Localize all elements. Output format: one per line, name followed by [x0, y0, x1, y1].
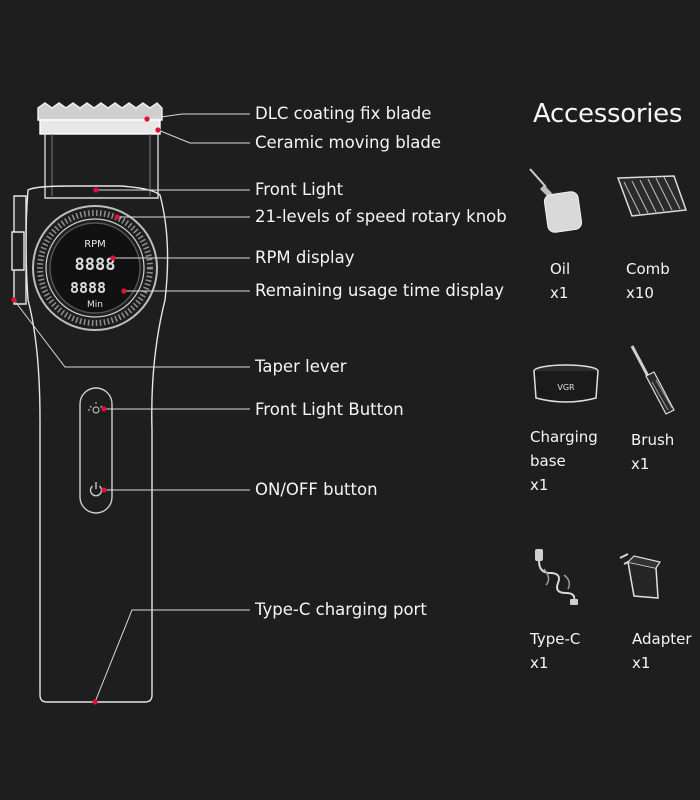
accessory-charging-base: Charging base x1 — [530, 425, 610, 497]
accessory-oil: Oil x1 — [550, 257, 570, 305]
accessory-charging-base-qty: x1 — [530, 476, 549, 494]
callout-rpm-display: RPM display — [255, 248, 355, 267]
accessory-brush: Brush x1 — [631, 428, 674, 476]
button-panel — [79, 387, 113, 514]
callout-remaining-time: Remaining usage time display — [255, 281, 505, 300]
accessory-oil-qty: x1 — [550, 284, 569, 302]
callout-rotary-knob: 21-levels of speed rotary knob — [255, 207, 507, 226]
accessory-charging-base-name: Charging base — [530, 428, 598, 470]
accessory-oil-name: Oil — [550, 260, 571, 278]
marker-rpm — [110, 255, 116, 261]
light-button-icon — [88, 402, 104, 414]
callout-typec-port: Type-C charging port — [255, 600, 427, 619]
accessory-brush-qty: x1 — [631, 455, 650, 473]
marker-knob — [114, 214, 120, 220]
marker-ceramic — [155, 127, 161, 133]
adapter-icon — [619, 553, 661, 599]
callout-dlc-blade: DLC coating fix blade — [255, 104, 432, 123]
leader-lines — [13, 113, 250, 703]
accessory-adapter: Adapter x1 — [632, 627, 692, 675]
display-min-label: Min — [87, 300, 103, 310]
clipper-head — [44, 134, 159, 199]
callout-light-button: Front Light Button — [255, 400, 404, 419]
display-rpm-label: RPM — [84, 239, 106, 250]
display-digits-top: 8888 — [75, 255, 116, 275]
marker-front-light — [93, 187, 99, 193]
charging-base-icon: VGR — [533, 364, 599, 403]
accessories-title: Accessories — [533, 99, 683, 129]
callout-front-light: Front Light — [255, 180, 344, 199]
blade-plate — [39, 119, 161, 135]
clipper-illustration — [11, 102, 169, 703]
accessory-comb-name: Comb — [626, 260, 670, 278]
blade-teeth — [37, 102, 163, 121]
accessory-typec: Type-C x1 — [530, 627, 580, 675]
marker-light-button — [101, 406, 107, 412]
cable-icon — [535, 549, 578, 605]
comb-icon — [616, 175, 688, 217]
accessory-comb-qty: x10 — [626, 284, 654, 302]
marker-onoff — [101, 487, 107, 493]
accessory-typec-qty: x1 — [530, 654, 549, 672]
callout-ceramic-blade: Ceramic moving blade — [255, 133, 442, 152]
marker-typec — [92, 699, 98, 705]
accessory-comb: Comb x10 — [626, 257, 670, 305]
marker-dlc — [144, 116, 150, 122]
power-button-icon — [89, 482, 103, 497]
callout-markers — [11, 116, 161, 705]
marker-taper — [11, 297, 17, 303]
accessory-adapter-name: Adapter — [632, 630, 692, 648]
accessory-adapter-qty: x1 — [632, 654, 651, 672]
callout-onoff-button: ON/OFF button — [255, 480, 378, 499]
marker-remaining — [121, 288, 127, 294]
base-brand-label: VGR — [557, 383, 575, 392]
brush-icon — [630, 345, 675, 415]
rotary-knob — [32, 205, 158, 331]
display-digits-bottom: 8888 — [70, 279, 106, 297]
oil-bottle-icon — [529, 168, 583, 233]
callout-taper-lever: Taper lever — [255, 357, 347, 376]
accessory-typec-name: Type-C — [530, 630, 581, 648]
accessory-brush-name: Brush — [631, 431, 675, 449]
